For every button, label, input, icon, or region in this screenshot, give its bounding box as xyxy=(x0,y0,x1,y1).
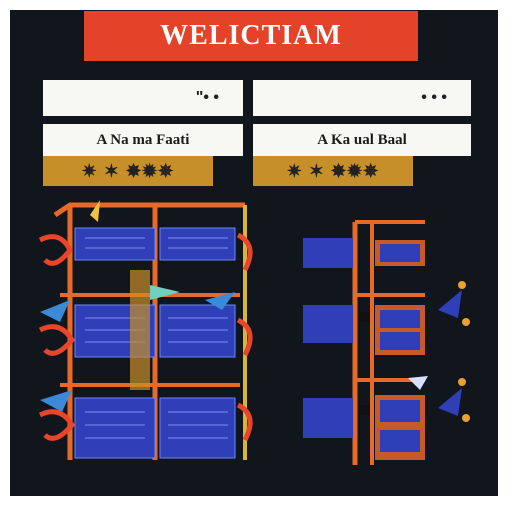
left-panel-header: A Na ma Faati xyxy=(43,124,243,156)
left-input-field[interactable]: "• • xyxy=(43,80,243,116)
server-rack-icon xyxy=(38,200,253,460)
right-panel-subheader: ✷ ✶ ✸✹✵ xyxy=(253,156,413,186)
right-panel-header: A Ka ual Baal xyxy=(253,124,471,156)
right-input-field[interactable]: • • • xyxy=(253,80,471,116)
blue-flag-icon xyxy=(408,281,470,422)
left-panel-subheader: ✷ ✶ ✸✹✵ xyxy=(43,156,213,186)
right-rack-structure xyxy=(303,220,425,465)
title-banner: WELICTIAM xyxy=(84,11,418,61)
